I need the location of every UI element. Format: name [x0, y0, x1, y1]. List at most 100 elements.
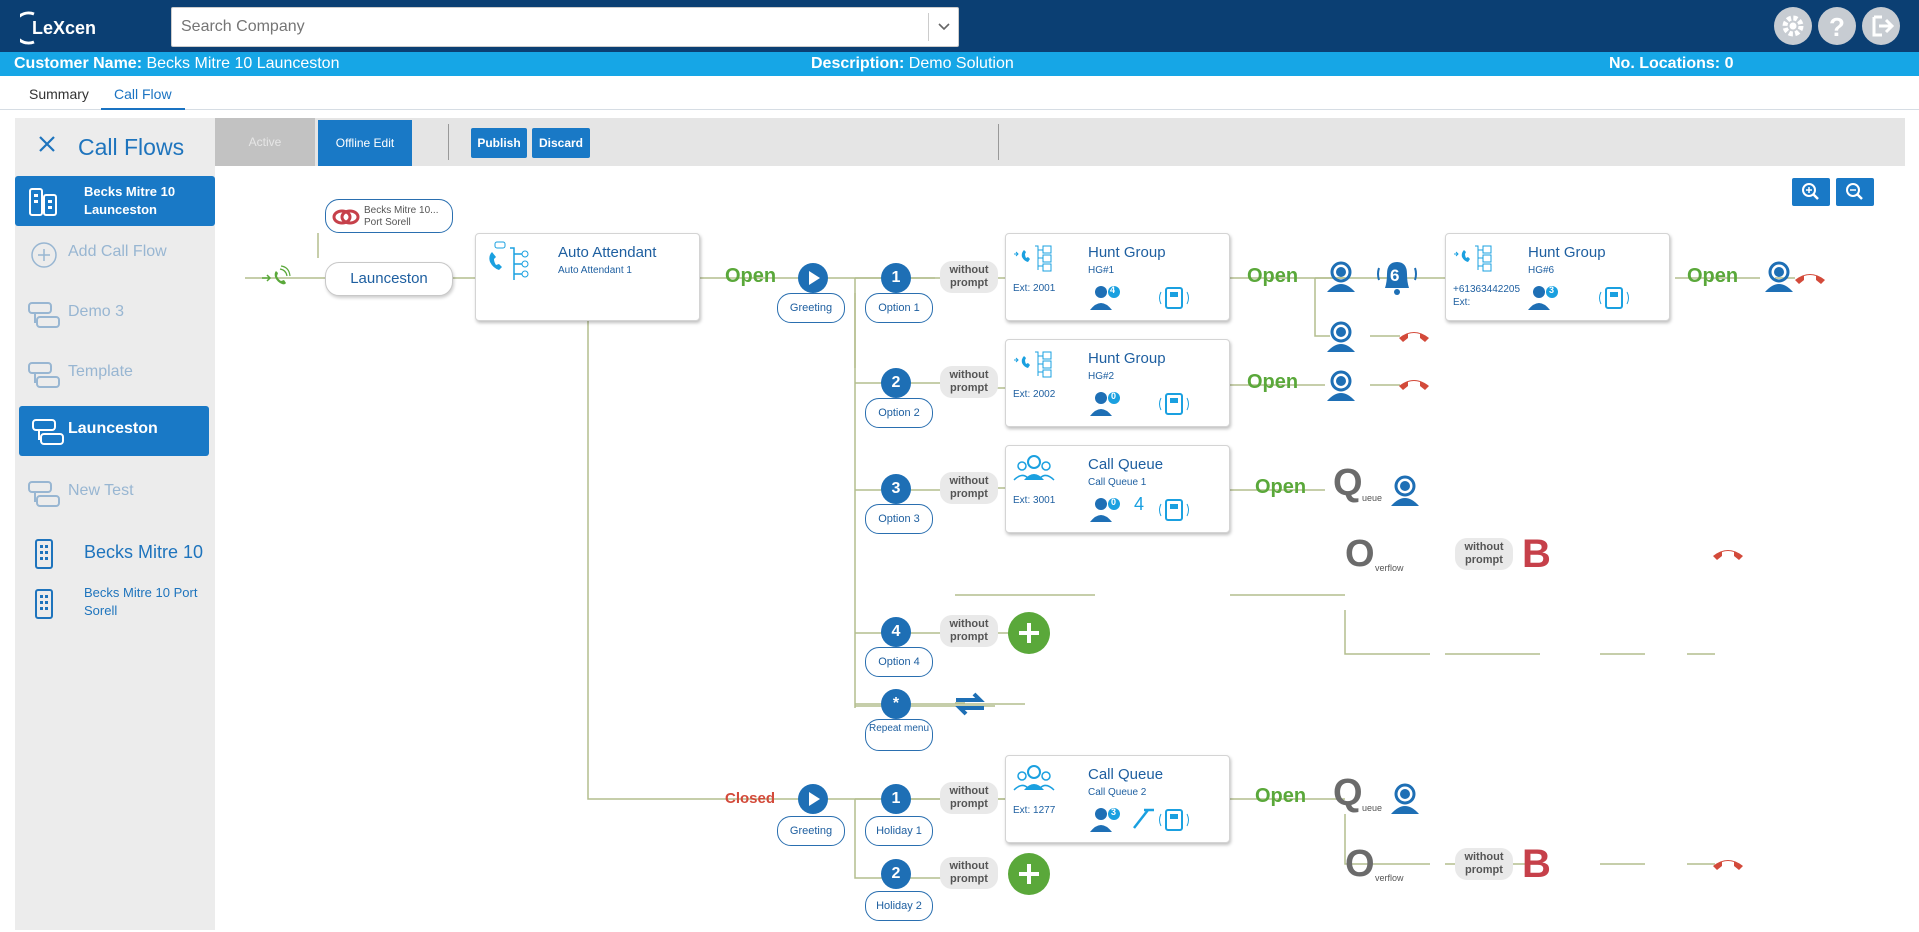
overflow-letter: O [1345, 843, 1375, 885]
sidebar-item-demo-3[interactable]: Demo 3 [15, 289, 215, 339]
phone-device-icon [1596, 284, 1632, 312]
hunt-group-1-subtitle: HG#1 [1088, 265, 1115, 276]
hunt-group-icon [1010, 240, 1058, 274]
call-queue-2-node[interactable]: Call Queue Call Queue 2 Ext: 1277 3 [1005, 755, 1230, 843]
lexcen-logo[interactable]: LeXcen [12, 8, 100, 46]
logout-icon[interactable] [1862, 7, 1900, 45]
customer-name: Customer Name: Becks Mitre 10 Launceston [14, 52, 339, 76]
option-1-pill[interactable]: Option 1 [865, 293, 933, 323]
zoom-in-icon[interactable] [1792, 178, 1830, 206]
queue-label: ueue [1362, 493, 1383, 503]
zoom-out-icon[interactable] [1836, 178, 1874, 206]
overflow-letter: O [1345, 533, 1375, 575]
tab-call-flow[interactable]: Call Flow [101, 86, 185, 110]
option-2-pill[interactable]: Option 2 [865, 398, 933, 428]
without-prompt-2: without prompt [940, 366, 998, 398]
publish-button[interactable]: Publish [471, 128, 527, 158]
agent-icon: 0 [1088, 388, 1124, 418]
play-greeting-icon[interactable] [798, 263, 828, 293]
hunt-group-1-node[interactable]: Hunt Group HG#1 Ext: 2001 4 [1005, 233, 1230, 321]
call-queue-1-node[interactable]: Call Queue Call Queue 1 Ext: 3001 0 4 [1005, 445, 1230, 533]
greeting-pill[interactable]: Greeting [777, 293, 845, 323]
queue-letter: Q [1333, 462, 1363, 504]
description-label: Description: [811, 55, 905, 72]
add-destination-icon[interactable] [1008, 612, 1050, 654]
location-link-line1: Becks Mitre 10... [364, 205, 439, 216]
sidebar-item-becks-launceston[interactable]: Becks Mitre 10 Launceston [15, 176, 215, 226]
call-flow-canvas[interactable]: Active Offline Edit Publish Discard [215, 118, 1905, 930]
open-label: Open [1687, 265, 1739, 287]
hang-up-icon [1397, 374, 1431, 394]
offline-edit-button[interactable]: Offline Edit [318, 120, 412, 166]
operator-icon [1761, 258, 1797, 294]
help-icon[interactable]: ? [1818, 7, 1856, 45]
option-4-pill[interactable]: Option 4 [865, 647, 933, 677]
hunt-group-6-node[interactable]: Hunt Group HG#6 +61363442205 Ext: 3 [1445, 233, 1670, 321]
holiday-2-badge[interactable]: 2 [881, 859, 911, 889]
closed-label: Closed [725, 790, 776, 807]
entry-launceston[interactable]: Launceston [325, 262, 453, 296]
building-icon [27, 588, 61, 620]
sidebar-item-becks-mitre-10[interactable]: Becks Mitre 10 [15, 528, 215, 578]
hang-up-icon [1397, 326, 1431, 346]
sidebar-item-label: Becks Mitre 10 Port Sorell [84, 585, 198, 618]
auto-attendant-icon [482, 240, 532, 288]
discard-button[interactable]: Discard [532, 128, 590, 158]
holiday-1-badge[interactable]: 1 [881, 784, 911, 814]
sidebar-item-label: Template [68, 363, 133, 380]
svg-text:LeXcen: LeXcen [32, 18, 96, 38]
holiday-1-pill[interactable]: Holiday 1 [865, 816, 933, 846]
sidebar-item-new-test[interactable]: New Test [15, 468, 215, 518]
option-4-badge[interactable]: 4 [881, 617, 911, 647]
location-link[interactable]: Becks Mitre 10... Port Sorell [325, 199, 453, 233]
sidebar-item-label: Becks Mitre 10 [84, 542, 204, 562]
active-button[interactable]: Active [215, 118, 315, 166]
sidebar-item-label: Becks Mitre 10 Launceston [84, 184, 176, 217]
holiday-2-pill[interactable]: Holiday 2 [865, 891, 933, 921]
play-greeting-icon[interactable] [798, 784, 828, 814]
chevron-down-icon[interactable] [928, 13, 958, 41]
without-prompt-1: without prompt [940, 261, 998, 293]
add-call-flow-button[interactable]: Add Call Flow [15, 229, 215, 279]
pen-icon [1130, 804, 1156, 832]
tab-summary[interactable]: Summary [29, 86, 89, 102]
agent-icon: 3 [1526, 282, 1562, 312]
without-prompt-holiday-2: without prompt [940, 857, 998, 889]
hunt-group-2-ext: Ext: 2002 [1013, 389, 1056, 400]
flow-icon [27, 478, 61, 510]
option-3-badge[interactable]: 3 [881, 474, 911, 504]
option-3-pill[interactable]: Option 3 [865, 504, 933, 534]
call-queue-1-ext: Ext: 3001 [1013, 495, 1056, 506]
call-queue-2-title: Call Queue [1088, 766, 1164, 783]
building-icon [27, 538, 61, 570]
sidebar-item-label: Launceston [68, 420, 158, 437]
locations-value: 0 [1724, 55, 1734, 72]
incoming-call-icon [260, 261, 294, 291]
option-1-badge[interactable]: 1 [881, 263, 911, 293]
sidebar-item-label: Add Call Flow [68, 243, 167, 260]
call-queue-2-count: 3 [1111, 807, 1117, 817]
auto-attendant-node[interactable]: Auto Attendant Auto Attendant 1 [475, 233, 700, 321]
sidebar-item-launceston[interactable]: Launceston [19, 406, 209, 456]
sidebar-item-becks-port-sorell[interactable]: Becks Mitre 10 Port Sorell [15, 578, 215, 628]
search-company-box[interactable] [171, 7, 959, 47]
operator-icon [1387, 780, 1423, 816]
toolbar-divider [448, 124, 449, 160]
gear-icon[interactable] [1774, 7, 1812, 45]
sidebar-item-template[interactable]: Template [15, 349, 215, 399]
add-destination-icon[interactable] [1008, 853, 1050, 895]
option-2-badge[interactable]: 2 [881, 368, 911, 398]
repeat-menu-pill[interactable]: Repeat menu [865, 719, 933, 751]
without-prompt-holiday-1: without prompt [940, 782, 998, 814]
hunt-group-6-count: 3 [1549, 285, 1555, 295]
greeting-pill-closed[interactable]: Greeting [777, 816, 845, 846]
customer-info-bar: Customer Name: Becks Mitre 10 Launceston… [0, 52, 1919, 76]
without-prompt-overflow-2: without prompt [1455, 848, 1513, 880]
open-label: Open [1255, 785, 1307, 807]
operator-icon [1387, 472, 1423, 508]
ring-bell-icon: 6 [1375, 254, 1419, 298]
close-icon[interactable] [35, 132, 59, 156]
hunt-group-2-node[interactable]: Hunt Group HG#2 Ext: 2002 0 [1005, 339, 1230, 427]
search-company-input[interactable] [172, 8, 926, 46]
option-star-badge[interactable]: * [881, 689, 911, 719]
